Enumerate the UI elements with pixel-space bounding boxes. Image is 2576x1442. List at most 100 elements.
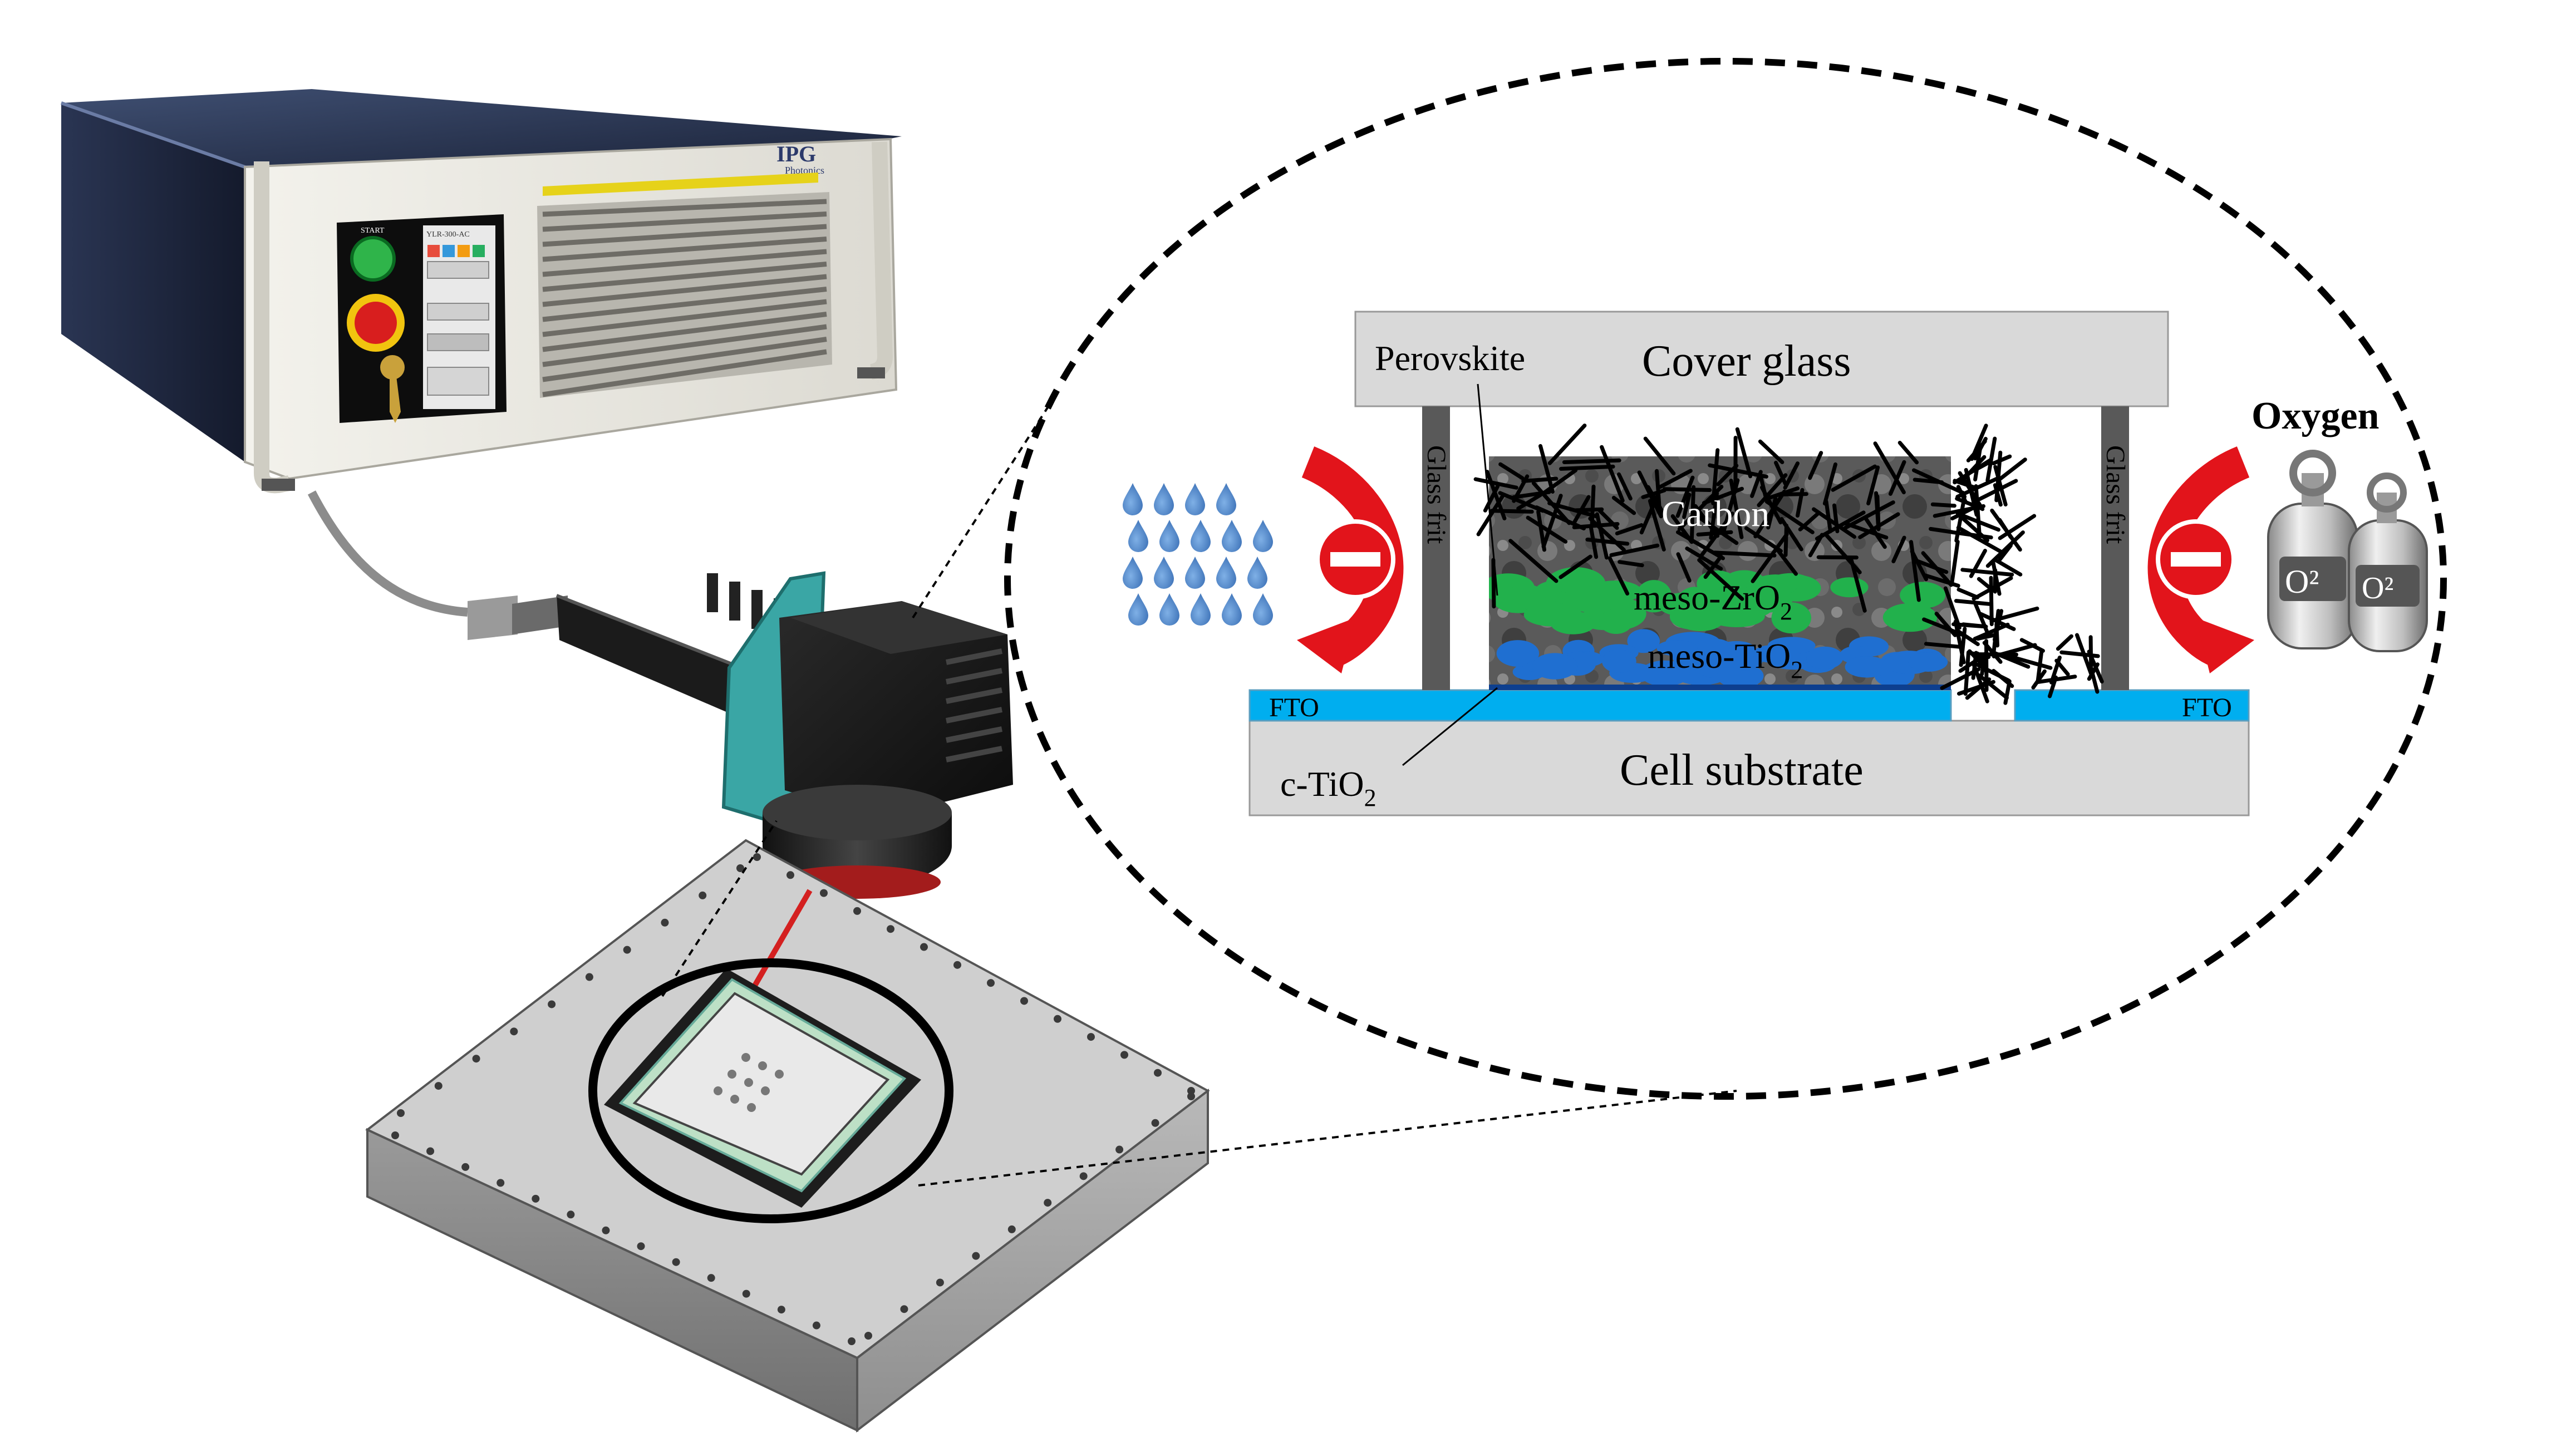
carbon-fiber (1498, 462, 1525, 480)
vent-slat (542, 211, 827, 232)
carbon-fiber (1973, 445, 1983, 482)
carbon-label: Carbon (1661, 494, 1769, 534)
carbon-fiber (1559, 554, 1592, 579)
carbon-fiber (1615, 523, 1644, 535)
carbon-fiber (1663, 487, 1712, 492)
carbon-fiber (1989, 606, 2039, 623)
plate-hole (1087, 1033, 1095, 1041)
vent-slat (542, 262, 827, 292)
water-drop-icon (1191, 520, 1211, 552)
cover-glass-layer (1354, 311, 2169, 407)
carbon-fiber (1994, 622, 1999, 648)
plate-hole (972, 1252, 980, 1260)
carbon-fiber (1485, 470, 1507, 520)
zro2-particle (1830, 577, 1869, 598)
water-drop-icon (1253, 593, 1273, 626)
water-drop-icon (1159, 593, 1179, 626)
carbon-fiber (1975, 651, 1989, 675)
glass-frit-left-label: Glass frit (1422, 445, 1451, 544)
meso-zro2-label: meso-ZrO2 (1634, 578, 1792, 625)
plate-hole (753, 853, 761, 861)
carbon-fiber (1658, 469, 1693, 489)
water-drop-icon (1128, 593, 1148, 626)
carbon-fiber (1535, 505, 1586, 530)
cell-sample (604, 968, 921, 1208)
carbon-fiber (1611, 495, 1636, 515)
tio2-particle (1627, 629, 1660, 653)
zoom-connector-lines (661, 400, 1737, 1187)
tio2-particle (1673, 651, 1727, 669)
carbon-fiber (1783, 523, 1788, 557)
tio2-particle (1656, 640, 1698, 656)
plate-hole (848, 1337, 856, 1345)
vent-slat (542, 287, 827, 322)
brand-logo: IPG (776, 141, 816, 166)
carbon-fiber (1702, 486, 1744, 505)
carbon-fiber (1972, 576, 2013, 601)
water-drop-icon (1128, 520, 1148, 552)
c-tio2-layer (1489, 683, 1951, 690)
housing-side (61, 103, 245, 462)
carbon-fiber (1914, 558, 1949, 574)
carbon-fiber (1751, 532, 1789, 583)
carbon-fiber (1933, 504, 1985, 518)
plate-hole (736, 864, 744, 872)
fto-layer-left (1248, 689, 1952, 722)
plate-hole (602, 1226, 610, 1234)
vent-slat (542, 199, 827, 217)
water-drop-icon (1222, 520, 1242, 552)
carbon-fiber (1951, 622, 1988, 629)
carbon-fiber (1595, 512, 1609, 560)
carbon-fiber (1997, 457, 2027, 482)
plate-hole (637, 1242, 645, 1251)
carbon-fiber (1735, 427, 1753, 479)
carbon-fiber (1929, 526, 1954, 534)
plate-hole (461, 1163, 470, 1171)
water-drop-icon (1123, 483, 1143, 515)
carbon-fiber (1775, 547, 1798, 576)
carbon-fiber (1930, 502, 1956, 508)
carbon-fiber (1559, 464, 1615, 471)
carbon-fiber (1972, 662, 1989, 703)
fto-right-label: FTO (2182, 693, 2232, 722)
carbon-fiber (1774, 460, 1787, 486)
carbon-fiber (1993, 558, 2023, 577)
carbon-fiber (1711, 448, 1720, 505)
carbon-fiber (1648, 499, 1666, 552)
carbon-fiber (1816, 555, 1859, 560)
carbon-fiber (1676, 552, 1692, 583)
carbon-fiber (1547, 501, 1599, 519)
water-drop-icon (1216, 483, 1236, 515)
carbon-fiber (1572, 522, 1620, 529)
carbon-fiber (1526, 515, 1568, 544)
plate-hole (1151, 1119, 1159, 1127)
carbon-fiber (1589, 524, 1599, 559)
water-drop-icon (1154, 557, 1174, 589)
water-droplets (1123, 483, 1273, 626)
carbon-fiber (1618, 560, 1644, 568)
water-drop-icon (1185, 557, 1205, 589)
carbon-fiber (1600, 445, 1625, 503)
fiber-cable (307, 490, 468, 617)
perovskite-pointer (1477, 383, 1498, 596)
blocked-arrow-right (2147, 446, 2254, 673)
control-panel: START YLR-300-AC (337, 214, 507, 423)
glass-frit-right-label: Glass frit (2101, 445, 2130, 544)
oxygen-cylinders-icon: O² O² (2267, 450, 2428, 652)
carbon-fiber (1975, 632, 1999, 641)
key-icon (390, 367, 401, 423)
plate-holes (391, 853, 1195, 1345)
tio2-particle (1845, 656, 1889, 678)
plate-hole (1187, 1087, 1195, 1095)
carbon-fiber (1516, 493, 1543, 511)
carbon-fiber (1798, 511, 1821, 531)
water-drop-icon (1159, 520, 1179, 552)
plate-hole (786, 871, 794, 879)
carbon-fiber (1708, 463, 1768, 479)
start-button (350, 236, 396, 282)
carbon-fiber (1689, 485, 1696, 542)
carbon-fiber (1922, 617, 1967, 638)
cylinder-label: O² (2285, 563, 2319, 600)
carbon-fiber (1779, 517, 1803, 552)
water-drop-icon (1185, 483, 1205, 515)
